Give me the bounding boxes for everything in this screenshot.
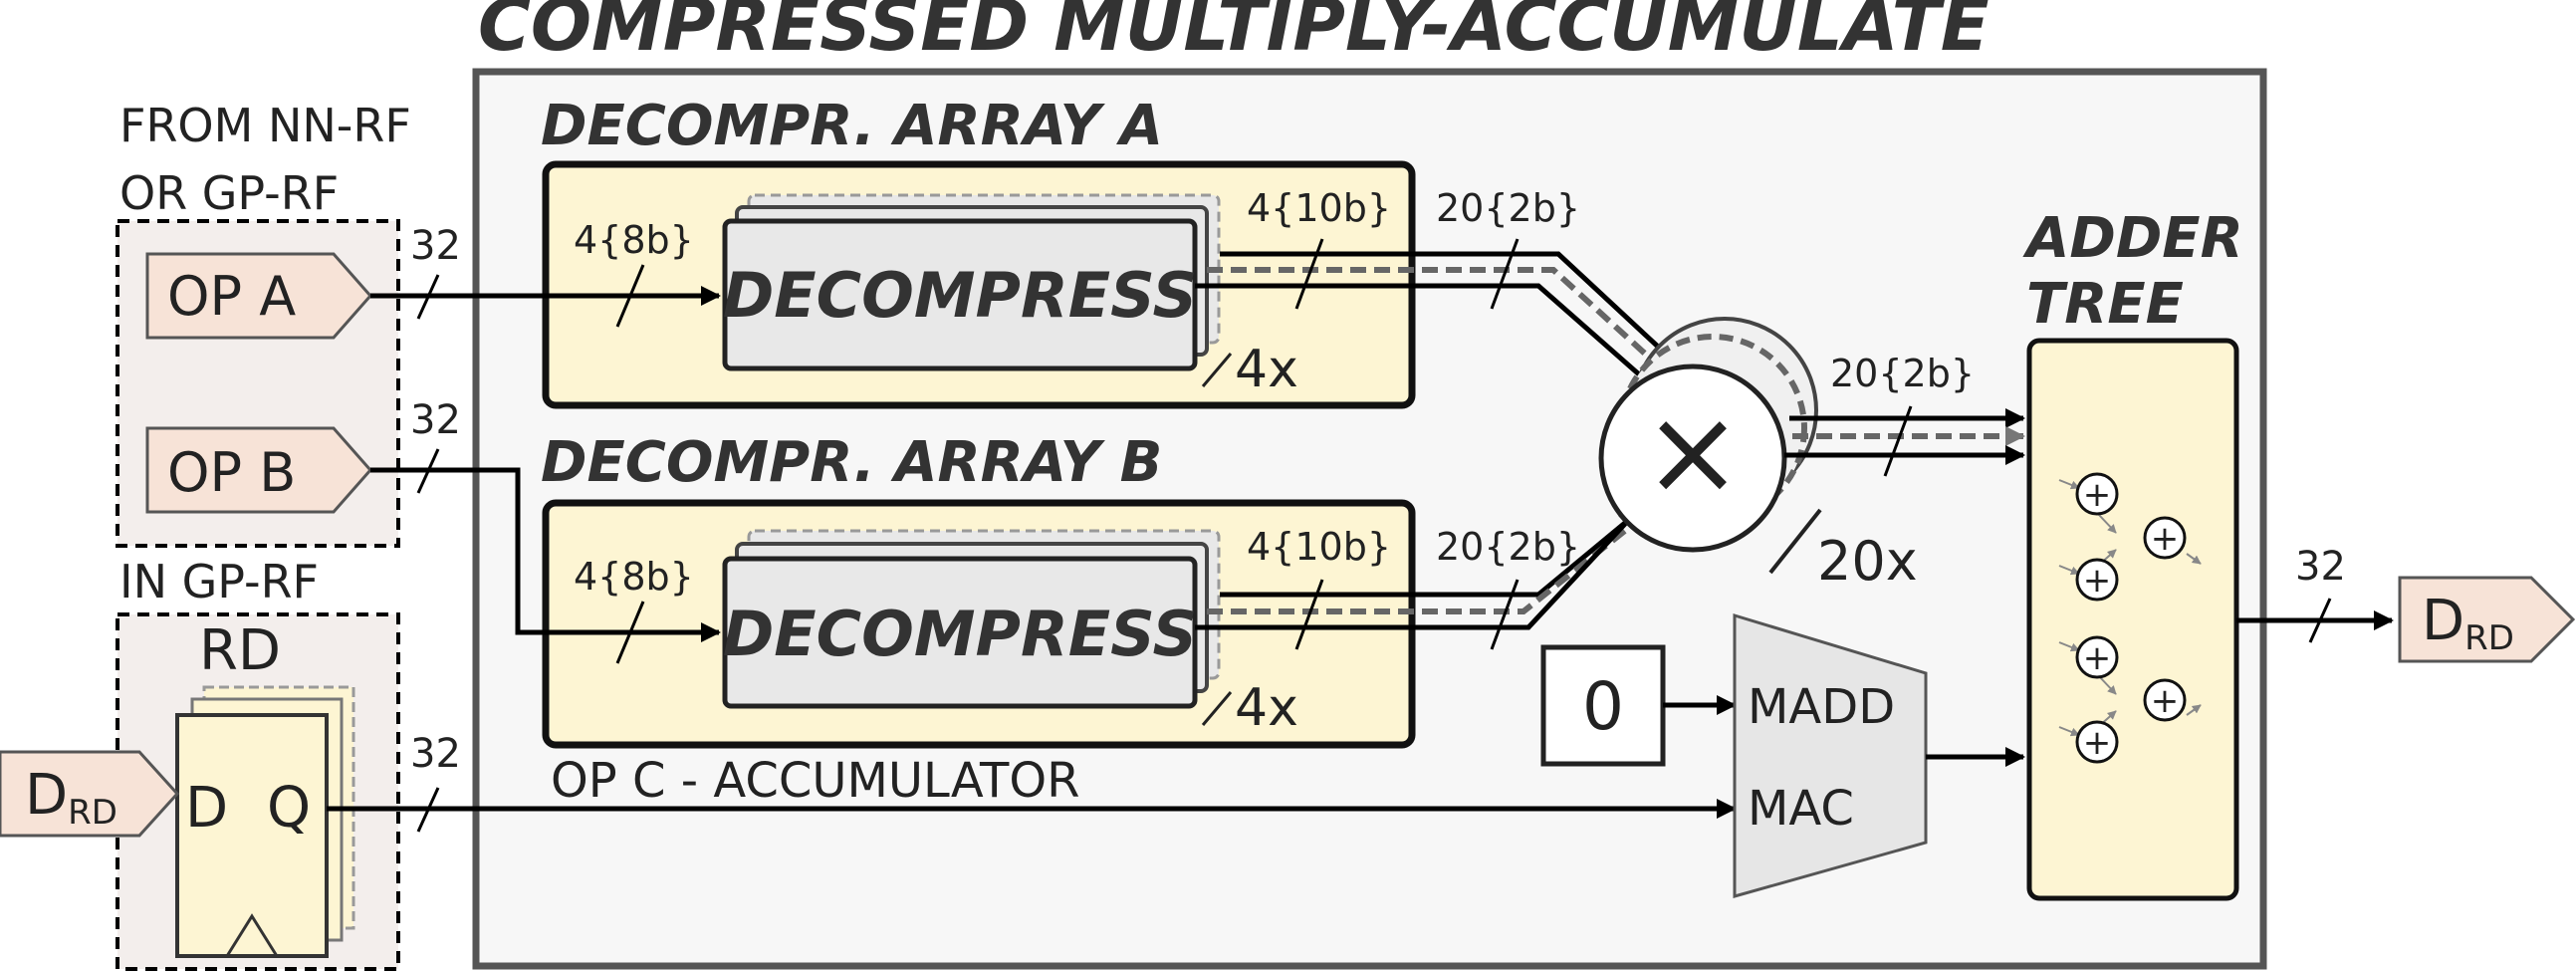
bus-width-acc: 32: [410, 731, 461, 777]
svg-text:+: +: [2083, 561, 2112, 601]
bus-width-mult-in-a: 20{2b}: [1436, 186, 1580, 230]
op-a-port: [145, 252, 372, 340]
flip-flop-q-label: Q: [267, 776, 311, 841]
multiplier: [1598, 364, 1787, 553]
bus-slash-mult-in-b: 20{2b}: [1436, 525, 1580, 650]
bus-width-dec-out-a: 4{10b}: [1247, 186, 1391, 230]
mac-label: MAC: [1748, 781, 1854, 837]
bus-slash-mult-out: 20{2b}: [1830, 352, 1975, 477]
decompr-array-a-label: DECOMPR. ARRAY A: [541, 94, 1163, 158]
op-c-label: OP C - ACCUMULATOR: [551, 753, 1079, 809]
bus-width-op-b: 32: [410, 397, 461, 443]
svg-text:+: +: [2151, 681, 2180, 721]
svg-text:+: +: [2083, 638, 2112, 678]
bus-slash-op-b: 32: [410, 397, 461, 494]
bus-width-mult-out: 20{2b}: [1830, 352, 1975, 395]
adder-tree: [2026, 338, 2239, 901]
flip-flop: [175, 713, 329, 958]
d-rd-output-port: [2398, 576, 2576, 663]
madd-label: MADD: [1748, 679, 1895, 735]
op-b-wire: [370, 467, 721, 642]
times-4-a-label: 4x: [1235, 340, 1298, 399]
adder-node-2: +: [2075, 558, 2119, 602]
in-gprf-label: IN GP-RF: [119, 555, 319, 608]
multiplier-symbol: ×: [1643, 383, 1744, 522]
times-4-a-arrow: [1201, 353, 1233, 387]
times-4-b-arrow: [1201, 691, 1233, 726]
bus-slash-dec-in-a: 4{8b}: [574, 218, 694, 328]
clock-triangle: [225, 913, 279, 957]
bus-width-out: 32: [2295, 544, 2346, 590]
adder-tree-label-2: TREE: [2026, 272, 2184, 337]
zero-constant-label: 0: [1582, 668, 1624, 745]
d-rd-input-label: DRD: [25, 763, 117, 833]
from-rf-label-2: OR GP-RF: [119, 166, 339, 220]
d-rd-output-label: DRD: [2422, 589, 2514, 658]
times-4-b-label: 4x: [1235, 678, 1298, 738]
svg-text:+: +: [2151, 519, 2180, 559]
decompress-b-label: DECOMPRESS: [723, 598, 1197, 670]
bus-slash-dec-out-a: 4{10b}: [1247, 186, 1391, 310]
op-b-port: [145, 426, 372, 514]
decompr-array-b-label: DECOMPR. ARRAY B: [541, 430, 1162, 495]
decomp-a-out-dashed: [1207, 267, 1660, 367]
bus-width-mult-in-b: 20{2b}: [1436, 525, 1580, 569]
bus-slash-dec-in-b: 4{8b}: [574, 555, 694, 664]
madd-mac-mux: [1733, 612, 1928, 898]
decompress-b: [722, 556, 1198, 709]
bus-slash-op-a: 32: [410, 223, 461, 320]
svg-text:+: +: [2083, 475, 2112, 515]
adder-node-4: +: [2075, 635, 2119, 679]
rd-label: RD: [199, 618, 281, 683]
decomp-a-out-top: [1220, 251, 1660, 349]
adder-node-5: +: [2075, 720, 2119, 764]
svg-text:+: +: [2083, 723, 2112, 763]
diagram-title: COMPRESSED MULTIPLY-ACCUMULATE: [478, 0, 1990, 67]
times-20-arrow: [1768, 508, 1822, 575]
op-b-label: OP B: [167, 441, 296, 504]
bus-slash-acc: 32: [410, 731, 461, 833]
bus-width-op-a: 32: [410, 223, 461, 269]
d-rd-input-port: [0, 750, 180, 838]
bus-width-dec-in-a: 4{8b}: [574, 218, 694, 262]
bus-width-dec-in-b: 4{8b}: [574, 555, 694, 599]
decomp-a-out-bottom: [1195, 283, 1657, 390]
from-rf-label-1: FROM NN-RF: [119, 99, 411, 152]
flip-flop-d-label: D: [185, 776, 228, 841]
adder-node-6: +: [2143, 678, 2187, 722]
adder-tree-label-1: ADDER: [2022, 206, 2243, 271]
adder-node-1: +: [2075, 472, 2119, 516]
op-a-label: OP A: [167, 265, 296, 328]
decompress-a: [722, 218, 1198, 371]
bus-width-dec-out-b: 4{10b}: [1247, 525, 1391, 569]
bus-slash-mult-in-a: 20{2b}: [1436, 186, 1580, 310]
times-20-label: 20x: [1817, 530, 1918, 593]
bus-slash-dec-out-b: 4{10b}: [1247, 525, 1391, 650]
zero-constant: [1540, 644, 1666, 767]
decomp-b-out-top: [1220, 506, 1645, 598]
decompress-a-label: DECOMPRESS: [723, 259, 1197, 332]
bus-slash-out: 32: [2295, 544, 2346, 643]
adder-node-3: +: [2143, 516, 2187, 560]
